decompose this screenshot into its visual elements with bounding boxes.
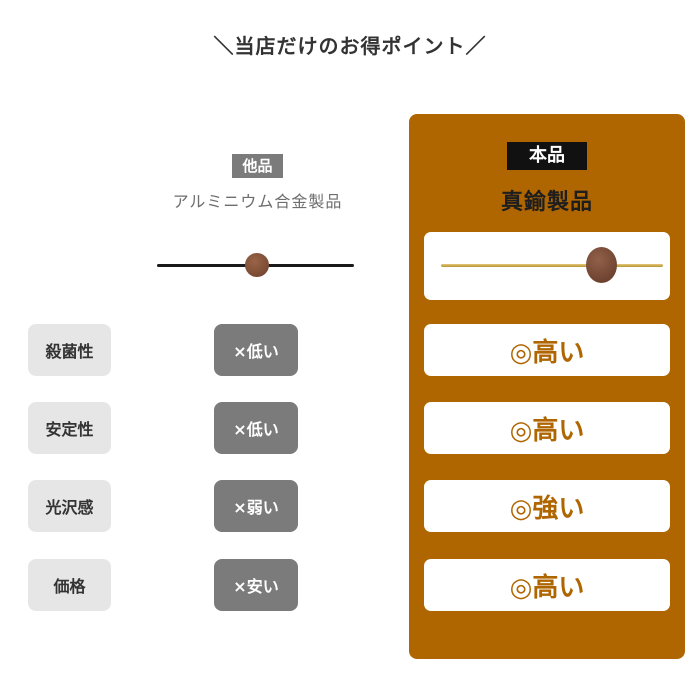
our-product-badge: 本品: [507, 142, 587, 170]
other-rating-stability: ×低い: [214, 402, 298, 454]
other-product-material: アルミニウム合金製品: [172, 192, 343, 211]
row-label-stability: 安定性: [28, 402, 111, 454]
row-label-gloss: 光沢感: [28, 480, 111, 532]
our-rating-sterilization: ◎高い: [424, 324, 670, 376]
our-rating-price: ◎高い: [424, 559, 670, 611]
our-rating-gloss: ◎強い: [424, 480, 670, 532]
other-rating-sterilization: ×低い: [214, 324, 298, 376]
our-product-material: 真鍮製品: [500, 190, 593, 215]
wood-knob: [586, 247, 617, 283]
other-product-header: 他品 アルミニウム合金製品: [150, 154, 365, 212]
wood-knob: [245, 253, 269, 277]
other-rating-gloss: ×弱い: [214, 480, 298, 532]
row-label-price: 価格: [28, 559, 111, 611]
brass-stick: [441, 264, 663, 267]
other-rating-price: ×安い: [214, 559, 298, 611]
our-product-image: [424, 232, 670, 300]
other-product-badge: 他品: [232, 154, 283, 178]
row-label-sterilization: 殺菌性: [28, 324, 111, 376]
our-rating-stability: ◎高い: [424, 402, 670, 454]
page-title: ＼当店だけのお得ポイント／: [213, 34, 487, 58]
